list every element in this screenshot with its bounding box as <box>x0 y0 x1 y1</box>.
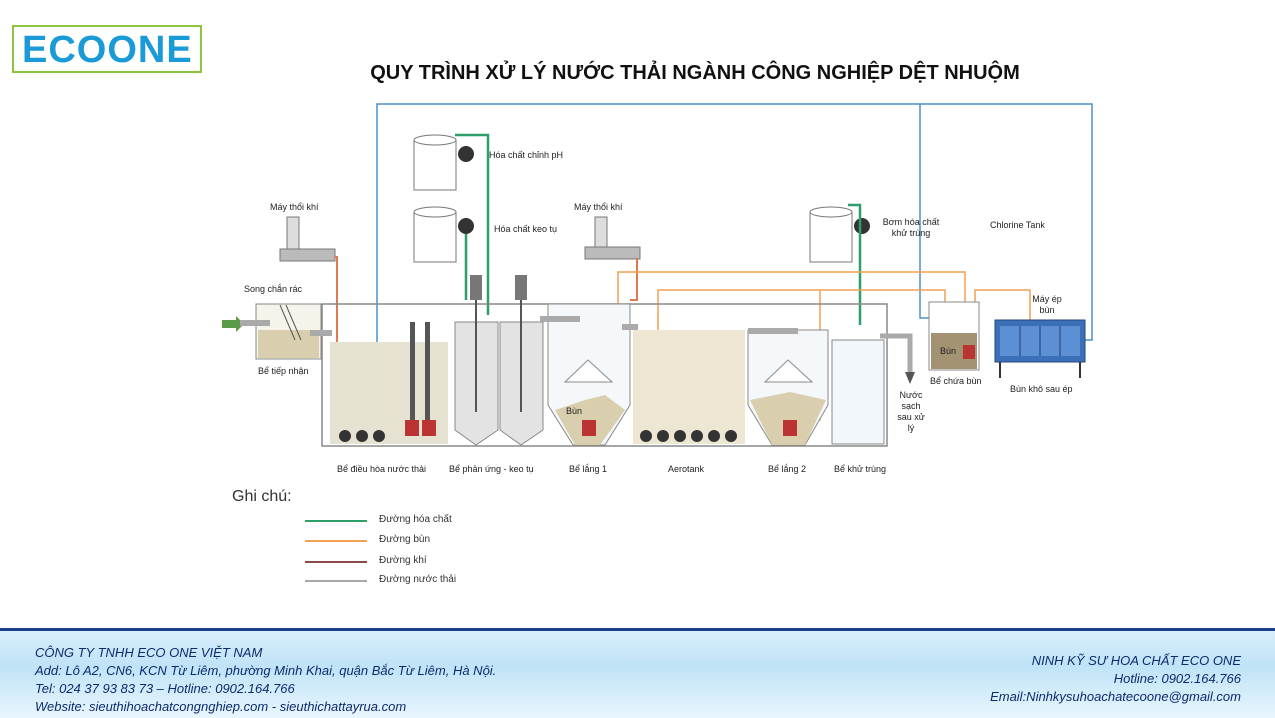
logo-text: ECOONE <box>22 29 193 71</box>
footer-right-hotline: Hotline: 0902.164.766 <box>1113 671 1241 686</box>
legend-item: Đường nước thải <box>305 574 505 588</box>
chemical-line-ph <box>455 133 490 315</box>
inlet-arrow <box>222 316 244 332</box>
legend-line-chemical <box>305 520 367 522</box>
legend-line-wastewater <box>305 580 367 582</box>
footer-right-title: NINH KỸ SƯ HOA CHẤT ECO ONE <box>1031 653 1241 668</box>
air-line-2 <box>630 258 638 301</box>
label-screen: Song chắn rác <box>244 284 303 294</box>
label-disinfection-tank: Bể khử trùng <box>834 464 887 474</box>
label-sludge-2: Bùn <box>940 346 957 356</box>
legend-label: Đường khí <box>379 555 427 566</box>
blower-1 <box>279 216 336 262</box>
reaction-tank <box>454 275 544 446</box>
ww-pipe-5 <box>748 328 798 334</box>
settling-tank-2 <box>747 329 829 446</box>
label-aerotank: Aerotank <box>668 464 705 474</box>
blower-2 <box>584 216 641 260</box>
sludge-return-line <box>919 104 935 319</box>
label-dry-sludge: Bùn khô sau ép <box>1010 384 1073 394</box>
disinfectant-chemical-tank <box>809 206 870 263</box>
legend-label: Đường hóa chất <box>379 514 452 525</box>
label-equalization-tank: Bể điều hòa nước thải <box>337 464 426 474</box>
label-clean-water: Nước sạch sau xử lý <box>897 390 925 433</box>
disinfection-tank <box>831 339 885 445</box>
legend-item: Đường bùn <box>305 534 505 548</box>
label-disinfect-pump: Bơm hóa chất khử trùng <box>882 217 940 238</box>
settling-tank-1 <box>547 303 631 446</box>
legend-title: Ghi chú: <box>232 488 292 505</box>
label-coagulant: Hóa chất keo tụ <box>494 224 558 234</box>
label-chlorine-tank: Chlorine Tank <box>990 220 1045 230</box>
label-sludge-press: Máy ép bùn <box>1032 294 1062 315</box>
label-sludge-storage: Bể chứa bùn <box>930 376 982 386</box>
recirculation-line <box>376 103 1093 345</box>
legend-label: Đường bùn <box>379 534 431 545</box>
footer-company: CÔNG TY TNHH ECO ONE VIỆT NAM <box>35 645 263 660</box>
outlet-pipe <box>880 333 913 372</box>
sludge-press <box>994 319 1086 378</box>
page-title: QUY TRÌNH XỬ LÝ NƯỚC THẢI NGÀNH CÔNG NGH… <box>370 62 1020 84</box>
footer-website: Website: sieuthihoachatcongnghiep.com - … <box>35 699 407 714</box>
label-blower-1: Máy thổi khí <box>270 202 319 212</box>
ww-pipe-1 <box>240 320 270 326</box>
label-reaction-tank: Bể phản ứng - keo tụ <box>449 464 534 474</box>
label-ph-chemical: Hóa chất chỉnh pH <box>489 150 564 160</box>
label-settling-2: Bể lắng 2 <box>768 464 807 474</box>
aerotank <box>633 330 745 444</box>
equalization-tank <box>330 322 448 444</box>
legend-line-sludge <box>305 540 367 542</box>
label-blower-2: Máy thổi khí <box>574 202 623 212</box>
footer: CÔNG TY TNHH ECO ONE VIỆT NAM Add: Lô A2… <box>0 628 1275 718</box>
chemical-line-disinfect <box>848 203 862 325</box>
outlet-arrow <box>905 372 915 384</box>
sludge-line-2 <box>657 289 946 335</box>
ph-chemical-tank <box>413 134 474 191</box>
coagulant-chemical-tank <box>413 206 474 263</box>
legend-label: Đường nước thải <box>379 574 457 585</box>
legend-item: Đường khí <box>305 555 505 569</box>
ww-pipe-4 <box>622 324 638 330</box>
legend-item: Đường hóa chất <box>305 514 505 528</box>
label-settling-1: Bể lắng 1 <box>569 464 608 474</box>
ww-pipe-3 <box>540 316 580 322</box>
sludge-storage-tank <box>928 301 980 371</box>
eco-one-logo: ECOONE <box>12 25 202 73</box>
label-receiving-tank: Bể tiếp nhận <box>258 366 309 376</box>
process-diagram <box>222 103 1093 447</box>
footer-address: Add: Lô A2, CN6, KCN Từ Liêm, phường Min… <box>35 663 497 678</box>
legend-line-air <box>305 561 367 563</box>
footer-right-email: Email:Ninhkysuhoachatecoone@gmail.com <box>990 689 1241 704</box>
footer-tel: Tel: 024 37 93 83 73 – Hotline: 0902.164… <box>35 681 295 696</box>
receiving-tank <box>255 303 322 360</box>
ww-pipe-2 <box>310 330 332 336</box>
label-sludge-1: Bùn <box>566 406 583 416</box>
